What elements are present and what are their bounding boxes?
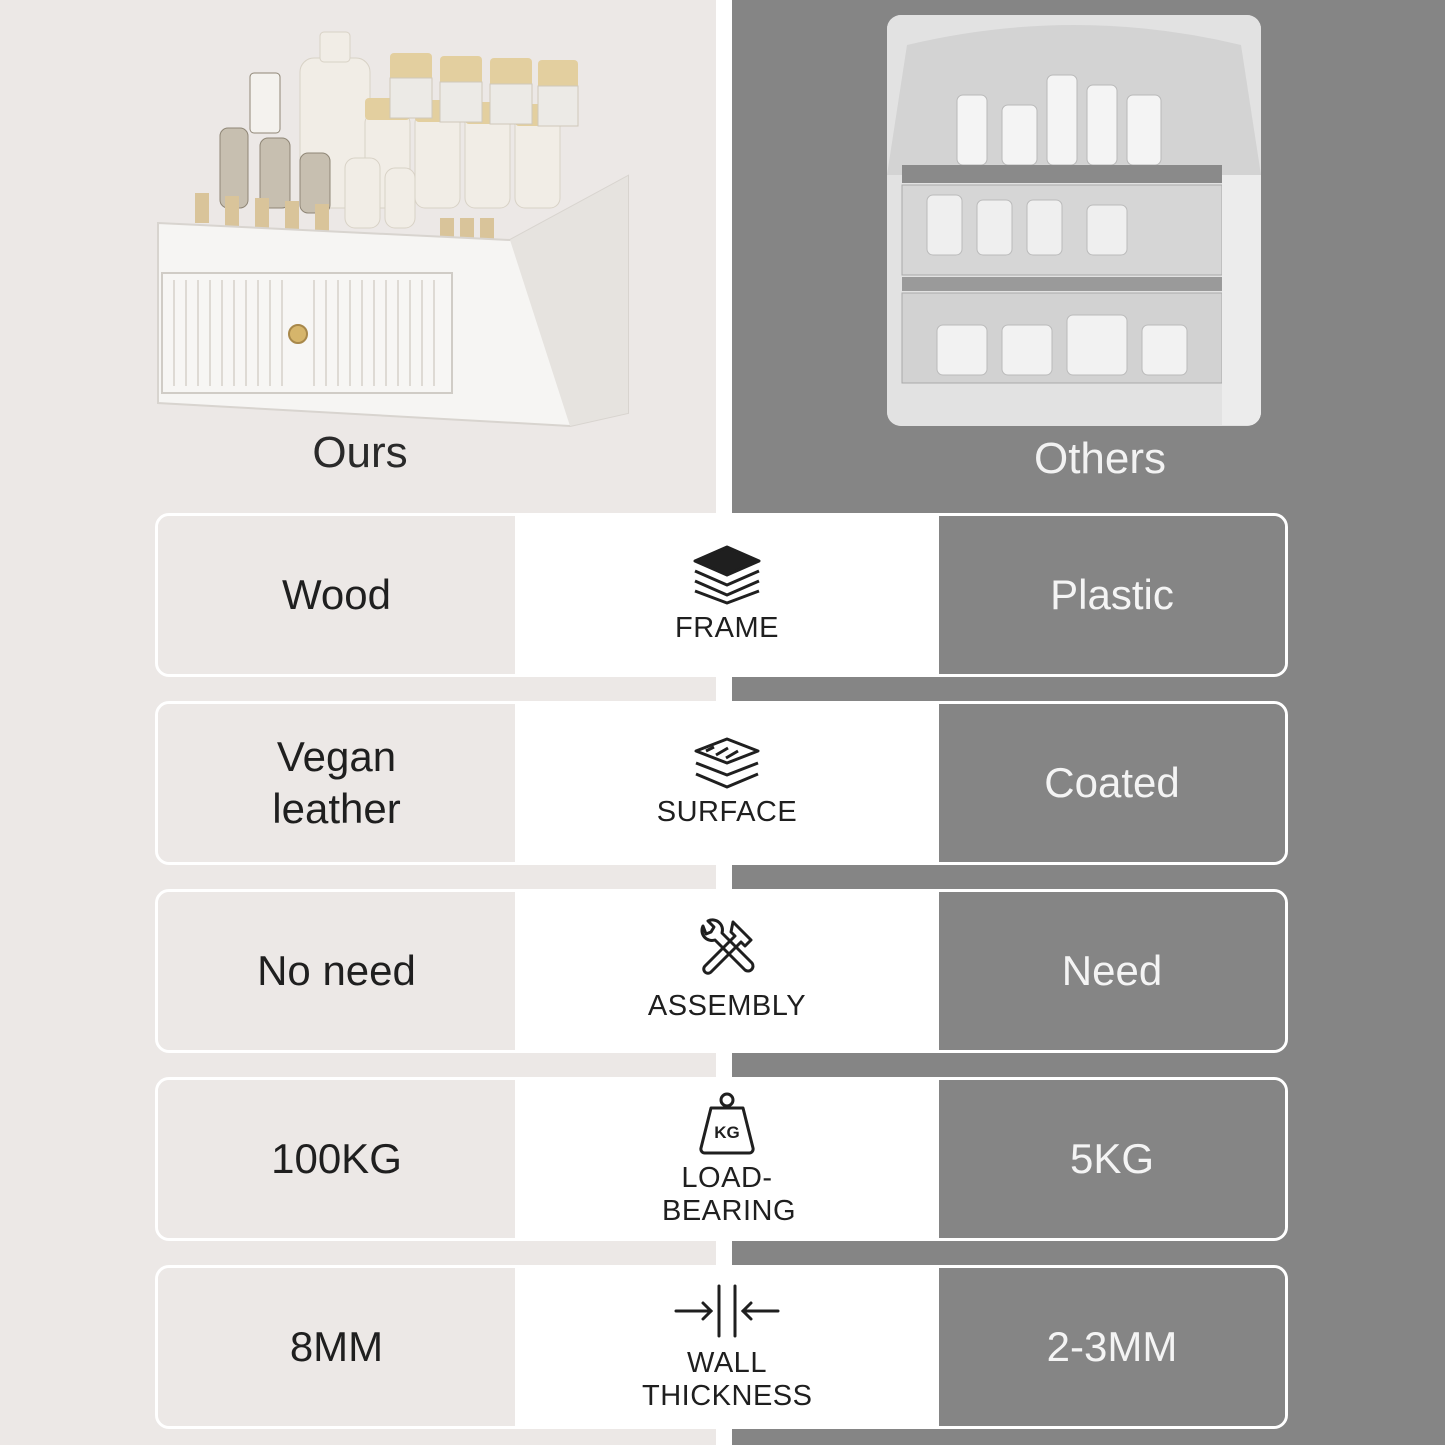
feature-cell: SURFACE [515, 704, 939, 862]
feature-cell: WALL THICKNESS [515, 1268, 939, 1426]
kg-weight-icon: KG [697, 1090, 757, 1156]
others-value: 2-3MM [1046, 1322, 1178, 1370]
comparison-row-surface: Vegan leather SURFACE Coated [155, 701, 1288, 865]
ours-value: 8MM [289, 1322, 384, 1370]
feature-cell: ASSEMBLY [515, 892, 939, 1050]
feature-label: WALL THICKNESS [642, 1346, 813, 1412]
kg-label: KG [714, 1123, 740, 1142]
comparison-row-wall-thickness: 8MM WALL THICKNESS 2-3MM [155, 1265, 1288, 1429]
wall-thickness-icon [673, 1281, 781, 1341]
others-cell: Coated [939, 704, 1285, 862]
others-cell: 5KG [939, 1080, 1285, 1238]
others-value: 5KG [1069, 1134, 1155, 1182]
wrench-hammer-icon [693, 918, 761, 984]
others-title: Others [1033, 434, 1167, 483]
comparison-row-frame: Wood FRAME Plastic [155, 513, 1288, 677]
others-cell: Need [939, 892, 1285, 1050]
ours-cell: 8MM [158, 1268, 515, 1426]
ours-cell: Vegan leather [158, 704, 515, 862]
ours-product-image [150, 18, 630, 428]
feature-cell: KG LOAD-BEARING [515, 1080, 939, 1238]
ours-cell: No need [158, 892, 515, 1050]
ours-cell: 100KG [158, 1080, 515, 1238]
ours-cell: Wood [158, 516, 515, 674]
feature-label: ASSEMBLY [647, 990, 807, 1023]
ours-value: No need [257, 946, 416, 994]
layers-board-icon [692, 544, 762, 606]
ours-title: Ours [312, 428, 408, 477]
others-value: Coated [1044, 758, 1180, 806]
ours-value: Vegan leather [272, 732, 401, 833]
ours-value: Wood [282, 570, 391, 618]
others-value: Plastic [1050, 570, 1174, 618]
others-cell: 2-3MM [939, 1268, 1285, 1426]
feature-label: FRAME [675, 612, 779, 645]
feature-label: SURFACE [656, 796, 798, 829]
feature-label: LOAD-BEARING [662, 1161, 797, 1227]
comparison-row-load-bearing: 100KG KG LOAD-BEARING 5KG [155, 1077, 1288, 1241]
ours-value: 100KG [271, 1134, 402, 1182]
comparison-row-assembly: No need ASSEMBLY Need [155, 889, 1288, 1053]
others-cell: Plastic [939, 516, 1285, 674]
others-value: Need [1061, 946, 1163, 994]
feature-cell: FRAME [515, 516, 939, 674]
surface-layers-icon [692, 736, 762, 790]
others-product-image [887, 15, 1261, 426]
